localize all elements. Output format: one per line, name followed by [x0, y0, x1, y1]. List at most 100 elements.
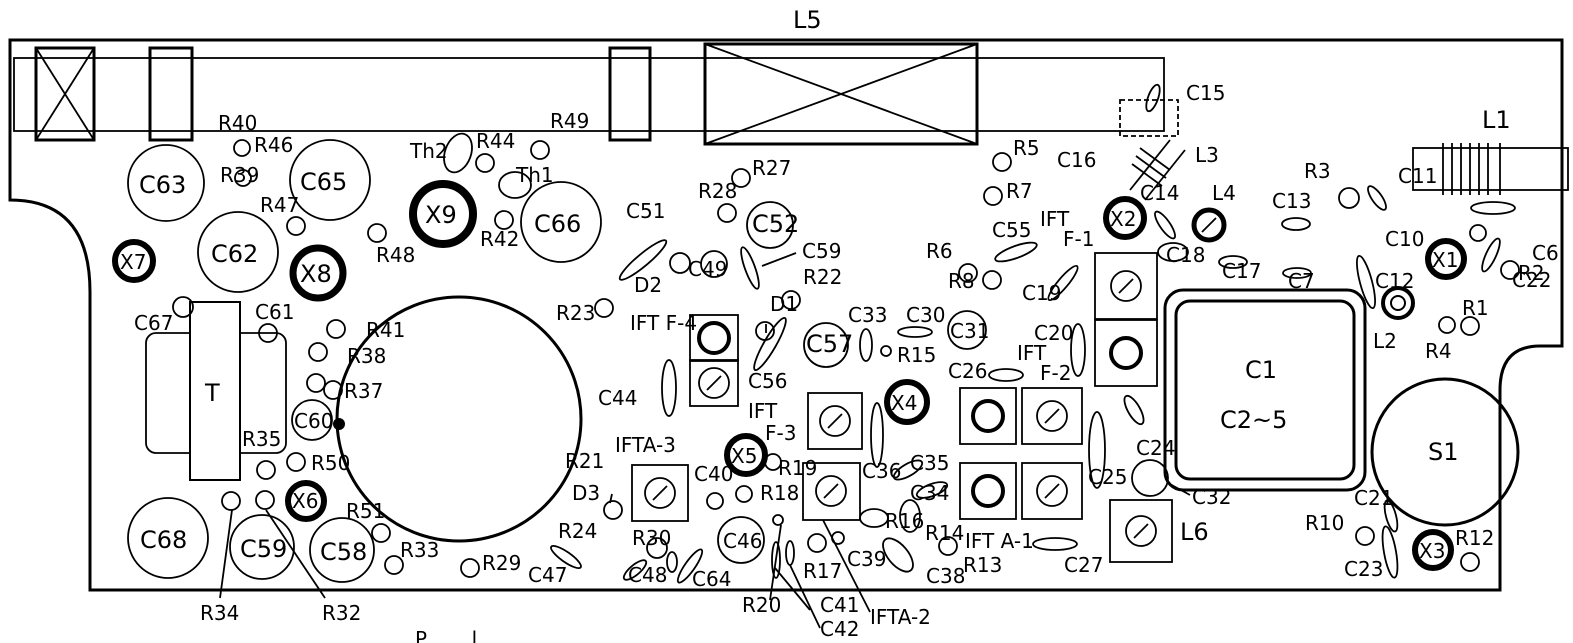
label-C20: C20	[1034, 321, 1073, 345]
label-R6: R6	[926, 239, 953, 263]
label-R22: R22	[803, 265, 842, 289]
label-L4: L4	[1212, 181, 1236, 205]
label-R3: R3	[1304, 159, 1331, 183]
label-R21: R21	[565, 449, 604, 473]
transistor-X7	[112, 239, 156, 283]
label-C11: C11	[1398, 164, 1437, 188]
label-L3: L3	[1195, 143, 1219, 167]
ferrite-rod-antenna	[13, 42, 1165, 146]
capacitor-C62	[197, 211, 279, 293]
label-R35: R35	[242, 427, 281, 451]
ift-A2	[802, 462, 861, 521]
ift-F4-lower	[689, 359, 739, 407]
transistor-X2	[1103, 196, 1147, 240]
label-R15: R15	[897, 343, 936, 367]
label-C42: C42	[820, 617, 859, 641]
label-C27: C27	[1064, 553, 1103, 577]
label-X2: X2	[1110, 207, 1136, 231]
label-L5: L5	[793, 6, 822, 34]
ift-A1	[959, 462, 1083, 520]
label-C23: C23	[1344, 557, 1383, 581]
coil-L1	[1412, 143, 1569, 195]
leader-lines	[219, 252, 1191, 629]
label-C58: C58	[320, 538, 367, 566]
label-R42: R42	[480, 227, 519, 251]
label-R5: R5	[1013, 136, 1040, 160]
label-R4: R4	[1425, 339, 1452, 363]
ift-F1	[1094, 252, 1158, 387]
label-R30: R30	[632, 526, 671, 550]
label-R1: R1	[1462, 296, 1489, 320]
capacitor-C57	[803, 322, 849, 368]
label-R16: R16	[885, 509, 924, 533]
label-C64: C64	[692, 567, 731, 591]
label-X1: X1	[1432, 248, 1458, 272]
ift-A3	[631, 464, 689, 522]
label-R41: R41	[366, 318, 405, 342]
label-T: T	[204, 379, 220, 407]
capacitor-C60	[291, 399, 333, 441]
ift-F4-upper	[689, 314, 739, 362]
ift-F3	[807, 392, 863, 450]
label-IFT-F2-ift: IFT	[1017, 341, 1047, 365]
label-R40: R40	[218, 111, 257, 135]
transistor-X8	[289, 244, 347, 302]
label-R18: R18	[760, 481, 799, 505]
transistor-X1	[1425, 238, 1467, 280]
capacitor-C59-lower	[229, 514, 295, 580]
label-C55: C55	[992, 218, 1031, 242]
label-R32: R32	[322, 601, 361, 625]
label-C22: C22	[1512, 268, 1551, 292]
label-R7: R7	[1006, 179, 1033, 203]
label-C44: C44	[598, 386, 637, 410]
label-C34: C34	[910, 481, 949, 505]
label-C31: C31	[950, 319, 989, 343]
capacitor-C68	[127, 497, 209, 579]
small-capacitors	[443, 83, 1516, 584]
label-IFTA-3: IFTA-3	[615, 433, 676, 457]
label-R51: R51	[346, 499, 385, 523]
label-C61: C61	[255, 300, 294, 324]
label-C35: C35	[910, 451, 949, 475]
label-C60: C60	[294, 409, 333, 433]
label-C38: C38	[926, 564, 965, 588]
label-C46: C46	[723, 529, 762, 553]
label-C47: C47	[528, 563, 567, 587]
label-R34: R34	[200, 601, 239, 625]
label-R47: R47	[260, 193, 299, 217]
label-C25: C25	[1088, 465, 1127, 489]
label-X9: X9	[425, 201, 457, 229]
transistor-X3	[1412, 529, 1454, 571]
label-C30: C30	[906, 303, 945, 327]
label-Th1: Th1	[515, 163, 554, 187]
label-IFT-F2: F-2	[1040, 361, 1071, 385]
label-Th2: Th2	[409, 139, 448, 163]
label-C32: C32	[1192, 485, 1231, 509]
label-X6: X6	[292, 489, 318, 513]
ift-F2	[959, 387, 1083, 445]
label-C62: C62	[211, 240, 258, 268]
label-IFT-F3: F-3	[765, 421, 796, 445]
transistor-X6	[285, 480, 327, 522]
resistor-pads	[172, 139, 1520, 578]
transistor-X9	[409, 180, 477, 248]
capacitor-C52	[746, 201, 794, 249]
coil-L4	[1191, 207, 1227, 243]
label-C59-upper: C59	[802, 239, 841, 263]
capacitor-C46	[717, 516, 765, 564]
label-bottom-partial: Р . . . l . .	[415, 627, 503, 643]
label-R29: R29	[482, 551, 521, 575]
label-R23: R23	[556, 301, 595, 325]
label-X3: X3	[1419, 539, 1445, 563]
label-C13: C13	[1272, 189, 1311, 213]
capacitor-C65	[289, 139, 371, 221]
capacitor-C63	[127, 144, 205, 222]
label-C56: C56	[748, 369, 787, 393]
label-C36: C36	[862, 459, 901, 483]
label-X5: X5	[731, 444, 757, 468]
switch-S1	[1370, 377, 1520, 527]
label-R12: R12	[1455, 526, 1494, 550]
label-C65: C65	[300, 168, 347, 196]
coil-L6	[1109, 499, 1173, 563]
